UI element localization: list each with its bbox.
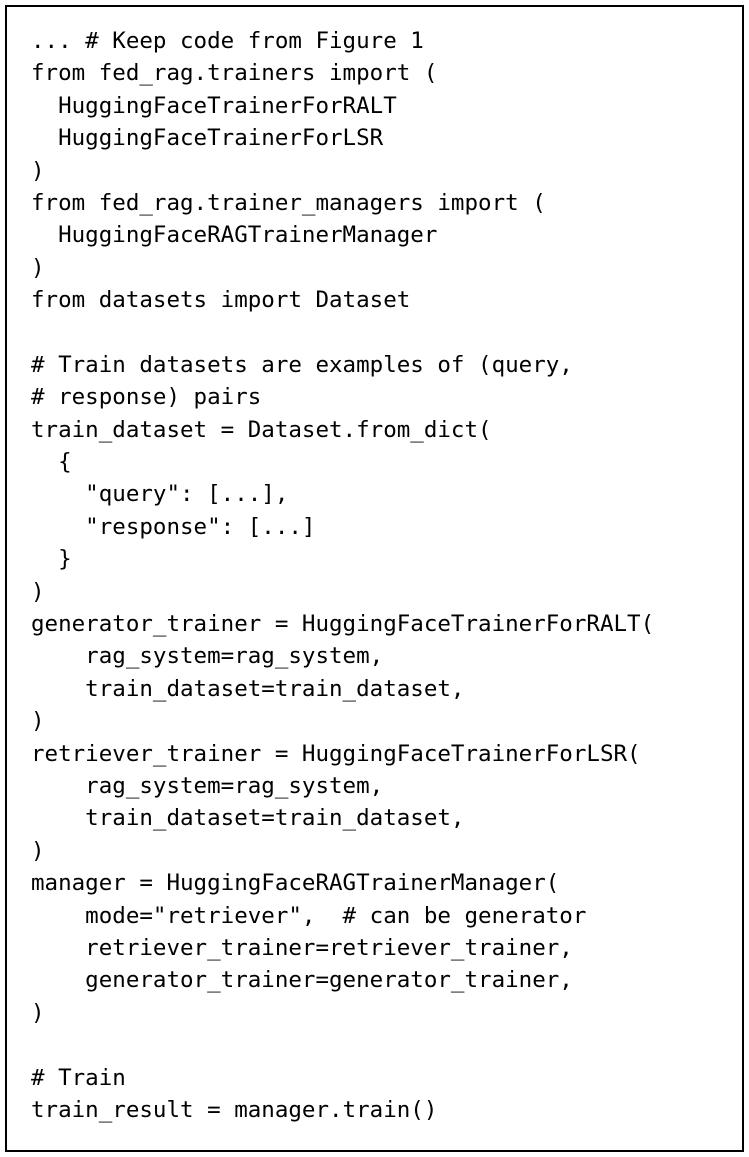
code-line: train_dataset = Dataset.from_dict(: [31, 416, 492, 443]
code-line: retriever_trainer=retriever_trainer,: [31, 934, 573, 961]
code-line: rag_system=rag_system,: [31, 643, 384, 670]
code-line: ): [31, 578, 45, 605]
code-line: ): [31, 999, 45, 1026]
code-line: ): [31, 157, 45, 184]
code-line: # Train: [31, 1064, 126, 1091]
code-line: HuggingFaceTrainerForLSR: [31, 125, 384, 152]
code-line: ): [31, 708, 45, 735]
code-line: from fed_rag.trainer_managers import (: [31, 189, 546, 216]
code-line: ): [31, 837, 45, 864]
code-line: from fed_rag.trainers import (: [31, 60, 438, 87]
code-line: "response": [...]: [31, 513, 316, 540]
code-line: train_dataset=train_dataset,: [31, 805, 465, 832]
code-line: "query": [...],: [31, 481, 289, 508]
code-line: [31, 317, 718, 349]
code-line: rag_system=rag_system,: [31, 772, 384, 799]
code-line: train_result = manager.train(): [31, 1096, 438, 1123]
code-line: }: [31, 546, 72, 573]
code-line: HuggingFaceTrainerForRALT: [31, 92, 397, 119]
code-line: generator_trainer=generator_trainer,: [31, 967, 573, 994]
code-line: # response) pairs: [31, 384, 262, 411]
code-line: generator_trainer = HuggingFaceTrainerFo…: [31, 611, 655, 638]
code-figure: ... # Keep code from Figure 1 from fed_ra…: [5, 5, 744, 1152]
code-line: train_dataset=train_dataset,: [31, 675, 465, 702]
code-line: HuggingFaceRAGTrainerManager: [31, 222, 438, 249]
code-line: manager = HuggingFaceRAGTrainerManager(: [31, 870, 560, 897]
code-line: retriever_trainer = HuggingFaceTrainerFo…: [31, 740, 641, 767]
code-line: [31, 1029, 718, 1061]
code-block: ... # Keep code from Figure 1 from fed_ra…: [31, 25, 718, 1126]
code-line: ... # Keep code from Figure 1: [31, 28, 424, 54]
code-line: # Train datasets are examples of (query,: [31, 351, 573, 378]
code-line: mode="retriever", # can be generator: [31, 902, 587, 929]
code-line: ): [31, 254, 45, 281]
code-line: {: [31, 449, 72, 476]
code-line: from datasets import Dataset: [31, 287, 411, 314]
